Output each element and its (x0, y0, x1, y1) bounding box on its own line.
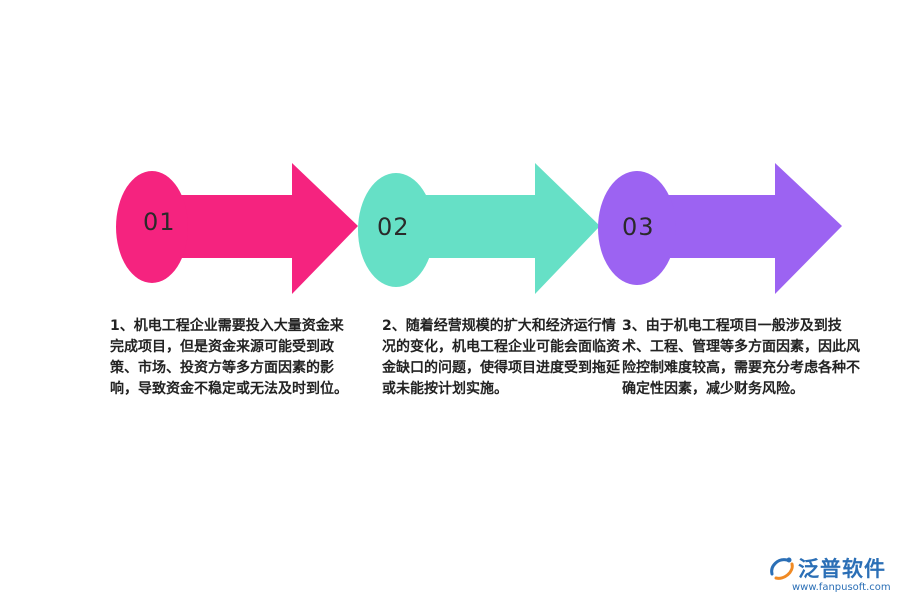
fanpu-logo-icon (770, 557, 794, 580)
arrow-1-shape (150, 163, 358, 294)
step-2-number: 02 (377, 213, 410, 241)
step-1-description: 1、机电工程企业需要投入大量资金来完成项目，但是资金来源可能受到政策、市场、投资… (110, 318, 348, 397)
step-2-description: 2、随着经营规模的扩大和经济运行情况的变化，机电工程企业可能会面临资金缺口的问题… (382, 318, 620, 397)
step-3-description: 3、由于机电工程项目一般涉及到技术、工程、管理等多方面因素，因此风险控制难度较高… (622, 318, 860, 397)
logo-url: www.fanpusoft.com (792, 582, 891, 593)
arrow-2-shape (395, 163, 600, 294)
logo-name: 泛普软件 (798, 557, 886, 581)
circle-2-shape (358, 173, 434, 287)
arrow-3-shape (636, 163, 842, 294)
circle-1-shape (116, 171, 188, 283)
brand-logo: 泛普软件 www.fanpusoft.com (768, 552, 893, 598)
circle-3-shape (598, 171, 676, 285)
step-3-number: 03 (622, 213, 655, 241)
step-1-number: 01 (143, 208, 176, 236)
